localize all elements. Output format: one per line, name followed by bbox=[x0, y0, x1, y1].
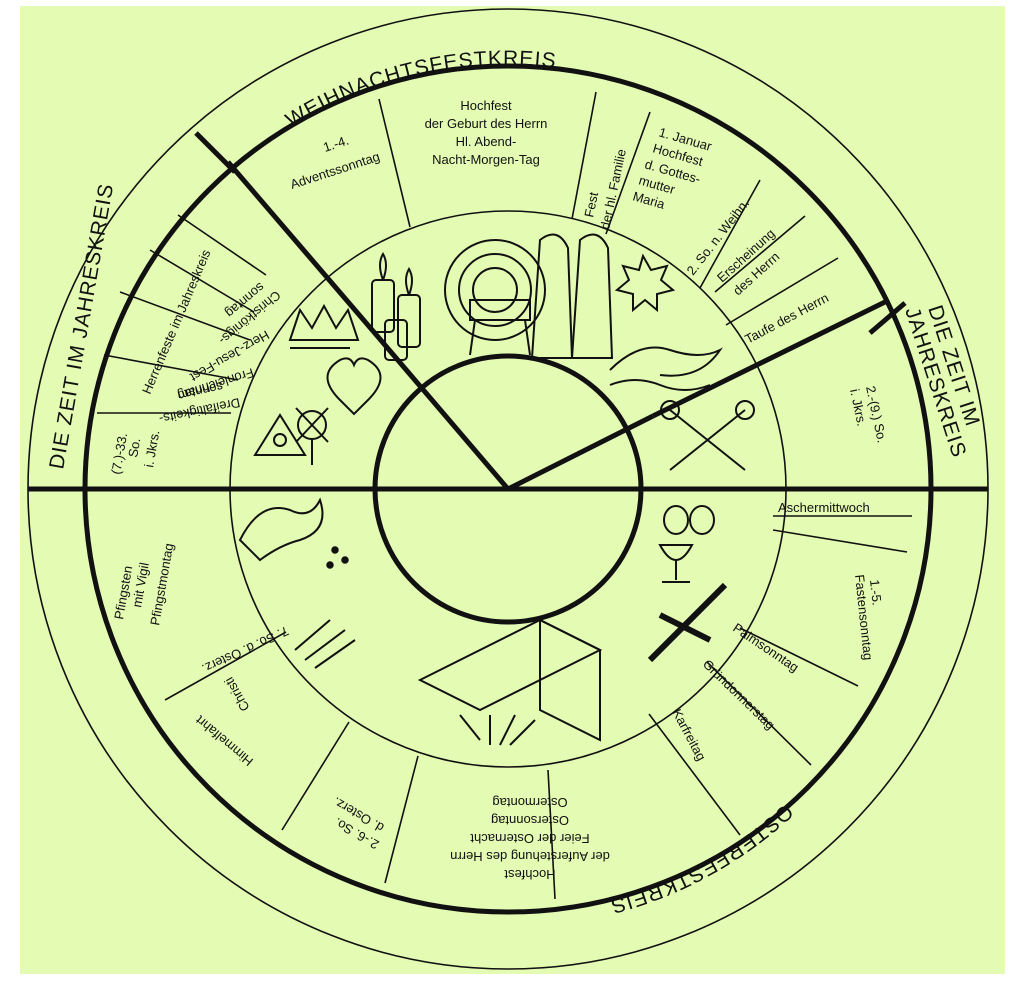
weihnachten-line1: Hochfest bbox=[460, 98, 512, 113]
ostern-line1: Hochfest bbox=[504, 867, 556, 882]
weihnachten-line2: der Geburt des Herrn bbox=[425, 116, 548, 131]
weihnachten-line3: Hl. Abend- bbox=[456, 134, 517, 149]
ostern-line5: Ostermontag bbox=[492, 795, 567, 810]
ostern-line2: der Auferstehung des Herrn bbox=[450, 849, 610, 864]
aschermittwoch-text: Aschermittwoch bbox=[778, 500, 870, 515]
weihnachten-line4: Nacht-Morgen-Tag bbox=[432, 152, 540, 167]
ostern-line4: Ostersonntag bbox=[491, 813, 569, 828]
ostern-line3: Feier der Osternacht bbox=[470, 831, 590, 846]
